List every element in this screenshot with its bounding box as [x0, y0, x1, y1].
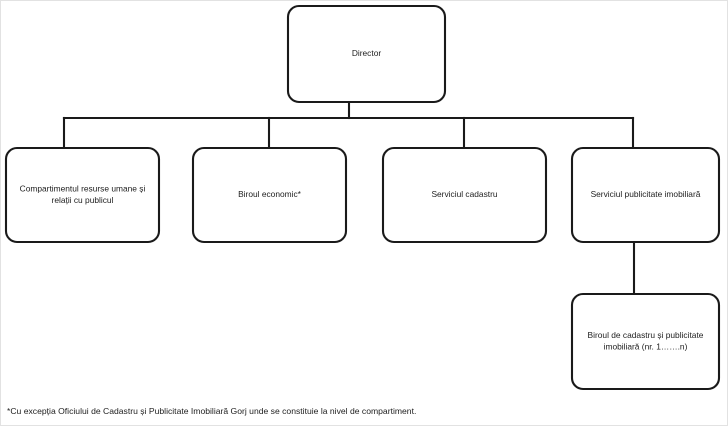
node-box-birou-economic[interactable]	[191, 146, 348, 244]
node-label-director: Director	[352, 48, 382, 58]
connectors-layer	[62, 100, 636, 296]
node-director[interactable]: Director	[286, 4, 447, 104]
node-label-serviciul-publicitate: Serviciul publicitate imobiliară	[591, 189, 701, 199]
node-box-serviciul-publicitate[interactable]	[570, 146, 721, 244]
node-serviciul-publicitate[interactable]: Serviciul publicitate imobiliară	[570, 146, 721, 244]
node-box-director[interactable]	[286, 4, 447, 104]
node-serviciul-cadastru[interactable]: Serviciul cadastru	[381, 146, 548, 244]
footnote-layer: *Cu excepția Oficiului de Cadastru și Pu…	[7, 406, 416, 416]
node-label-birou-economic: Biroul economic*	[238, 189, 302, 199]
node-box-serviciul-cadastru[interactable]	[381, 146, 548, 244]
footnote-label: *Cu excepția Oficiului de Cadastru și Pu…	[7, 406, 416, 416]
node-birou-economic[interactable]: Biroul economic*	[191, 146, 348, 244]
node-box-birou-cadastru-publicitate[interactable]	[570, 292, 721, 391]
node-label-serviciul-cadastru: Serviciul cadastru	[431, 189, 497, 199]
node-box-resurse-umane[interactable]	[4, 146, 161, 244]
